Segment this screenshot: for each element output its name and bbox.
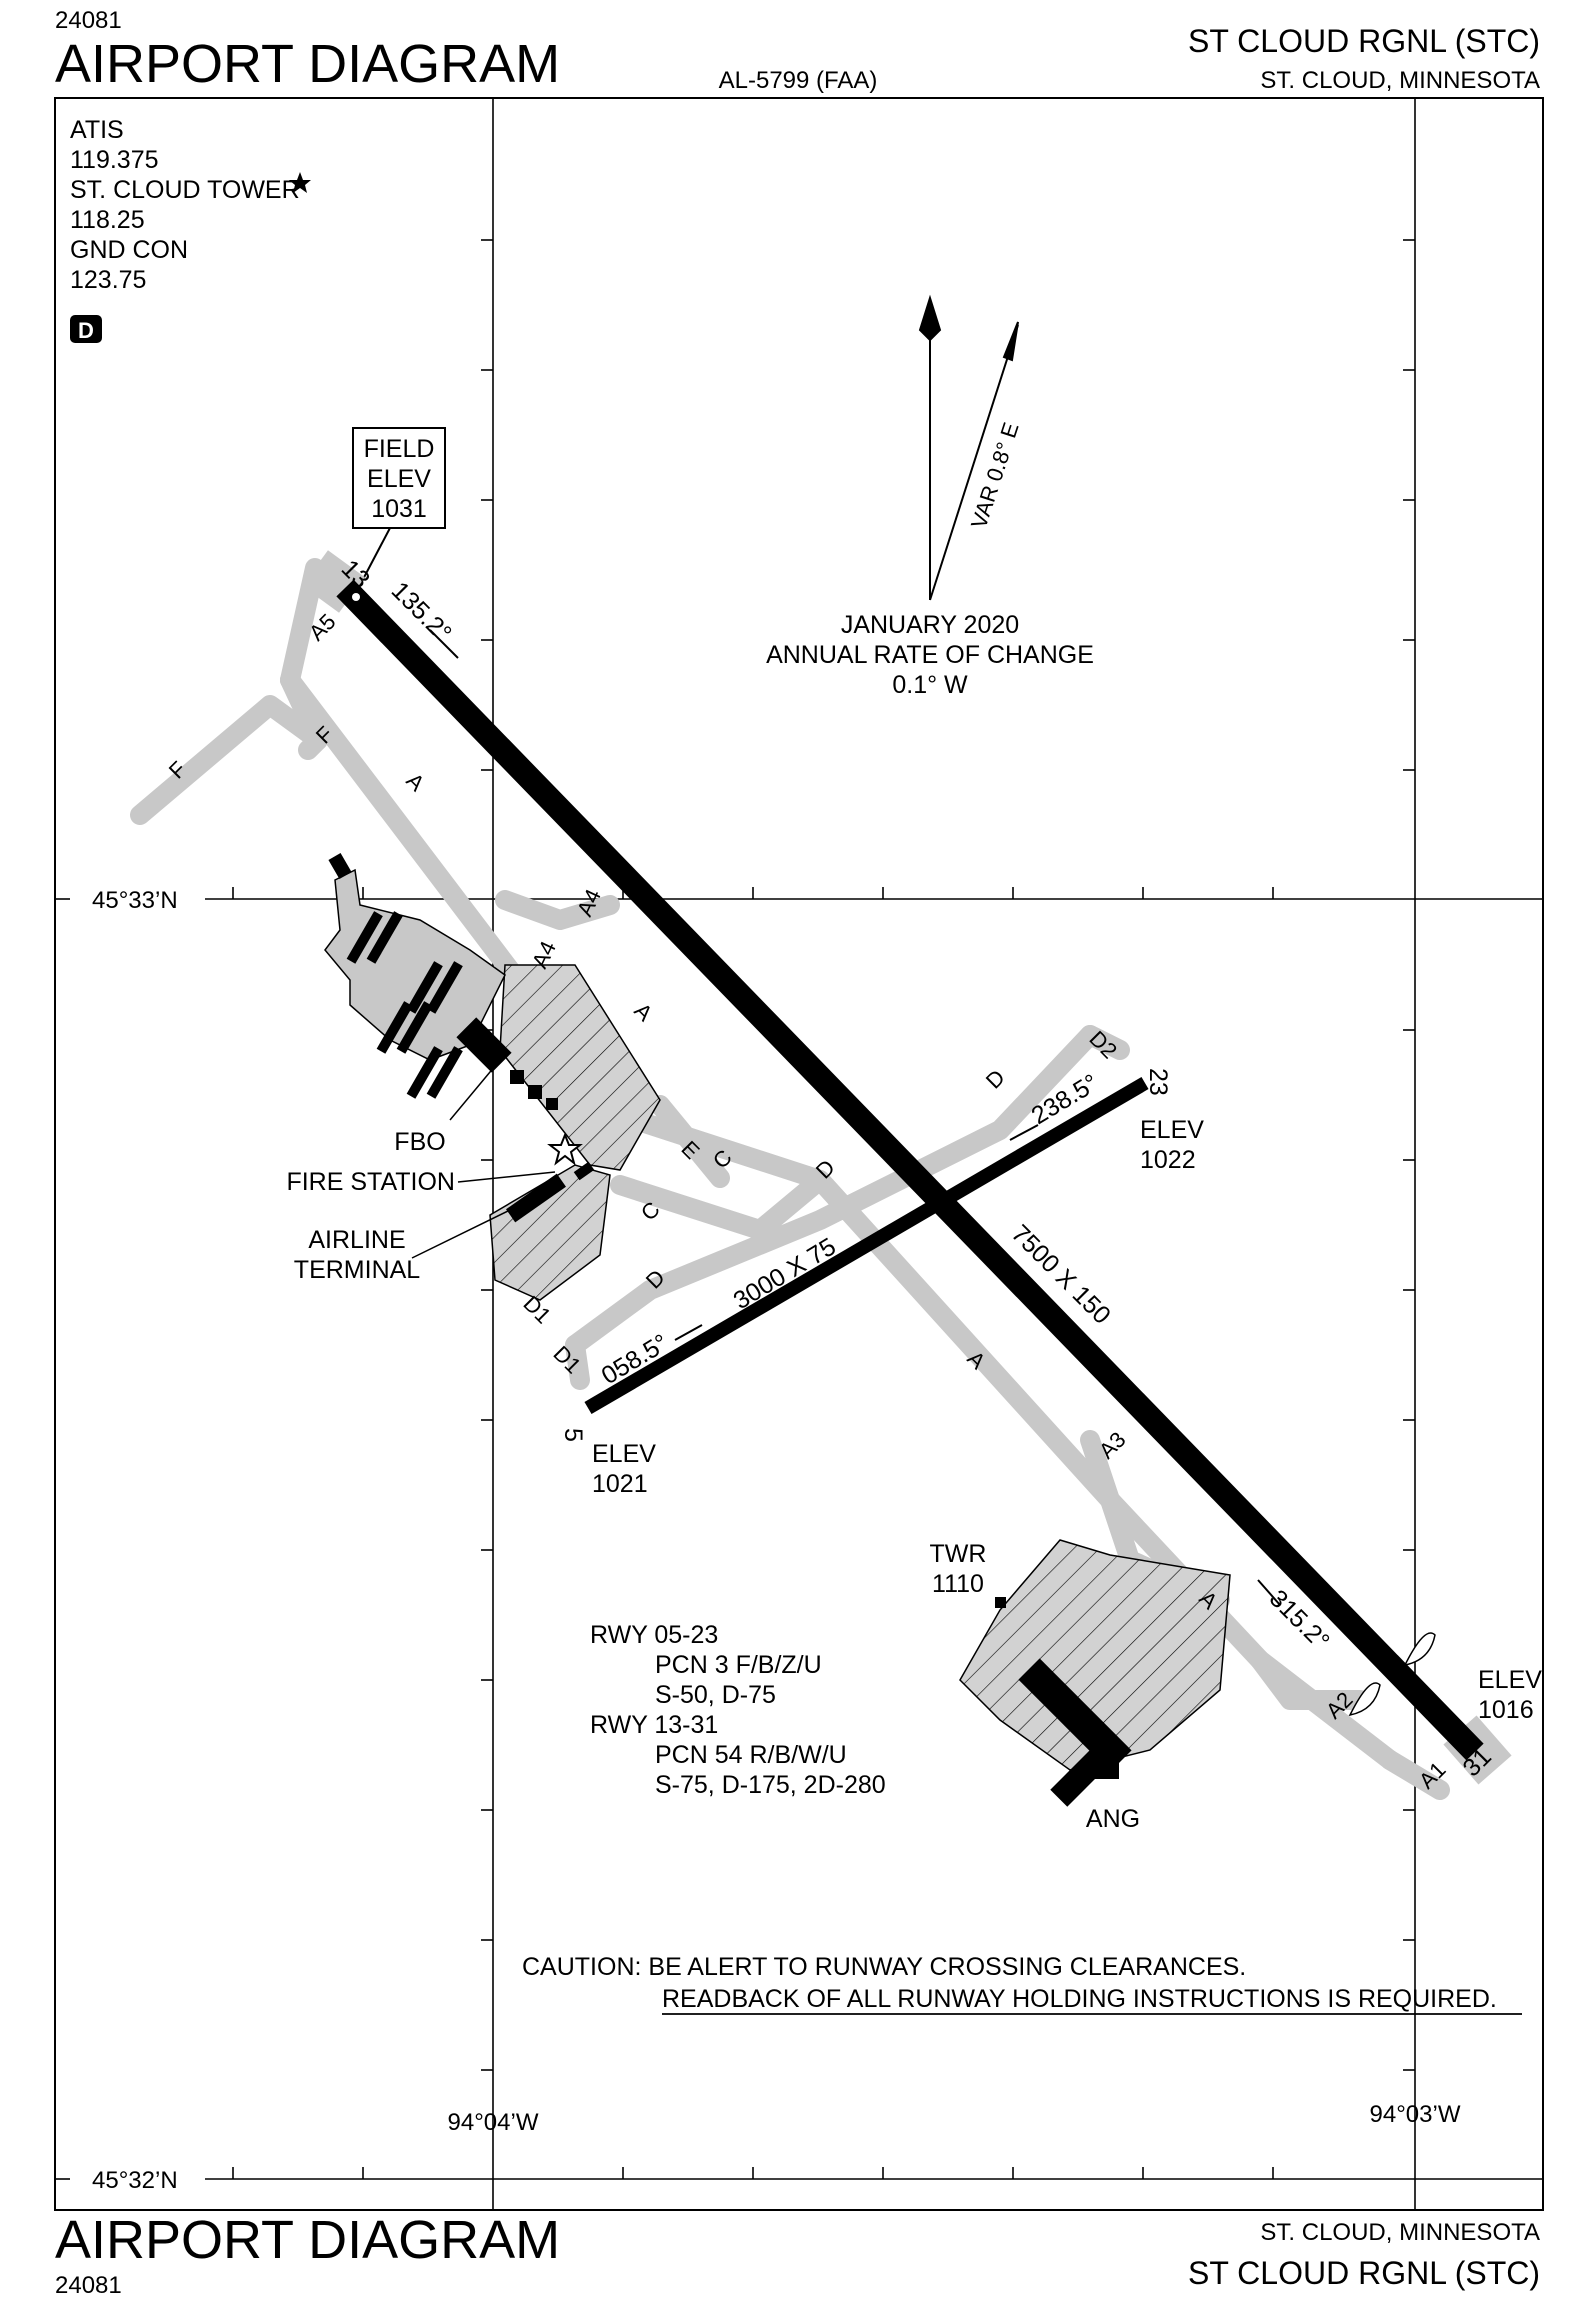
- rwy-0523-weight: S-50, D-75: [655, 1681, 776, 1709]
- lat-north-label: 45°33’N: [92, 887, 178, 914]
- heading-05-arrow-icon: [674, 1324, 703, 1341]
- elev-31-value: 1016: [1478, 1696, 1534, 1724]
- rwy-1331-label: RWY 13-31: [590, 1711, 718, 1739]
- leaf-icon: [1403, 1632, 1436, 1667]
- control-tower-icon: [995, 1597, 1006, 1608]
- field-elev-line2: ELEV: [367, 465, 431, 493]
- runway-end-5: 5: [559, 1428, 587, 1442]
- caution-line-2: READBACK OF ALL RUNWAY HOLDING INSTRUCTI…: [662, 1985, 1497, 2013]
- procedure-id: AL-5799 (FAA): [719, 67, 878, 94]
- location-bottom: ST. CLOUD, MINNESOTA: [1260, 2219, 1540, 2246]
- terminal-building: [506, 1173, 566, 1223]
- datalink-badge: D: [78, 318, 94, 343]
- terminal-small: [573, 1161, 595, 1181]
- tower-label-map: TWR: [930, 1540, 987, 1568]
- fbo-label: FBO: [394, 1128, 445, 1156]
- heading-23-arrow-icon: [1009, 1124, 1039, 1141]
- star-icon: [289, 172, 311, 193]
- leaf-icon-2: [1348, 1682, 1381, 1717]
- magnetic-north-arrowhead-icon: [1002, 321, 1019, 362]
- fbo-buildings: [328, 852, 558, 1110]
- runway-05-23: [584, 1076, 1149, 1415]
- lon-east-label: 94°03’W: [1370, 2101, 1461, 2128]
- ang-label: ANG: [1086, 1805, 1140, 1833]
- heading-13-arrow-icon: [429, 629, 459, 659]
- taxiway-label-a1st: A: [401, 768, 429, 796]
- chart-number-top: 24081: [55, 7, 122, 34]
- fire-station-label: FIRE STATION: [286, 1168, 455, 1196]
- field-elev-box: [352, 427, 446, 529]
- rwy-1331-weight: S-75, D-175, 2D-280: [655, 1771, 886, 1799]
- atis-label: ATIS: [70, 116, 124, 144]
- taxiway-a4: [495, 890, 620, 930]
- north-arrow: [918, 294, 1019, 601]
- chart-title-top: AIRPORT DIAGRAM: [55, 34, 560, 94]
- runway-end-23: 23: [1144, 1068, 1172, 1096]
- runway-info-block: RWY 05-23 PCN 3 F/B/Z/U S-50, D-75 RWY 1…: [590, 1621, 886, 1799]
- elev-5-value: 1021: [592, 1470, 648, 1498]
- ang-buildings: [1018, 1658, 1132, 1807]
- taxiway-label-d1-1: D1: [518, 1291, 556, 1329]
- field-elev-leader: [359, 527, 391, 586]
- rwy-0523-label: RWY 05-23: [590, 1621, 718, 1649]
- elev-31-label: ELEV: [1478, 1666, 1542, 1694]
- terminal-leader: [411, 1209, 511, 1259]
- comms-block: ATIS 119.375 ST. CLOUD TOWER 118.25 GND …: [70, 116, 311, 343]
- ground-label: GND CON: [70, 236, 188, 264]
- fire-station-leader: [457, 1171, 556, 1183]
- ground-frequency: 123.75: [70, 266, 146, 294]
- tower-label: ST. CLOUD TOWER: [70, 176, 300, 204]
- tower-elev: 1110: [932, 1570, 984, 1598]
- elev-23-value: 1022: [1140, 1146, 1196, 1174]
- taxiway-d1: [565, 1335, 590, 1390]
- elev-5-label: ELEV: [592, 1440, 656, 1468]
- taxiway-a3: [1080, 1430, 1120, 1510]
- atis-frequency: 119.375: [70, 146, 159, 174]
- mag-rate-label: ANNUAL RATE OF CHANGE: [766, 641, 1094, 669]
- graticule-lines: [55, 98, 1543, 2210]
- taxiway-label-a2nd: A: [629, 998, 657, 1026]
- tower-frequency: 118.25: [70, 206, 145, 234]
- taxiway-d: [565, 1025, 1100, 1355]
- heading-31-arrow-icon: [1257, 1579, 1281, 1606]
- lon-west-label: 94°04’W: [448, 2109, 539, 2136]
- airport-name-bottom: ST CLOUD RGNL (STC): [1188, 2255, 1540, 2291]
- fbo-hangar-area: [324, 868, 506, 1061]
- airport-name-top: ST CLOUD RGNL (STC): [1188, 23, 1540, 59]
- taxiway-c: [610, 1170, 830, 1240]
- chart-frame: [54, 97, 1544, 2211]
- mag-variation-label: VAR 0.8° E: [966, 419, 1024, 531]
- taxiway-label-d2nd: D: [981, 1065, 1010, 1094]
- lat-south-label: 45°32’N: [92, 2167, 178, 2194]
- chart-number-bottom: 24081: [55, 2272, 122, 2299]
- chart-title-bottom: AIRPORT DIAGRAM: [55, 2210, 560, 2270]
- airline-terminal-label-2: TERMINAL: [294, 1256, 421, 1284]
- true-north-arrowhead-icon: [918, 294, 942, 342]
- datalink-badge-bg: [70, 315, 102, 343]
- field-elev-value: 1031: [371, 495, 427, 523]
- taxiway-f-spur: [130, 695, 328, 825]
- taxiway-a2: [1250, 1650, 1370, 1710]
- taxiway-e: [650, 1095, 730, 1188]
- mag-rate-value: 0.1° W: [892, 671, 968, 699]
- elev-23-label: ELEV: [1140, 1116, 1204, 1144]
- taxiway-a1: [1380, 1750, 1450, 1800]
- taxiway-d2: [1080, 1025, 1130, 1060]
- rwy-1331-pcn: PCN 54 R/B/W/U: [655, 1741, 847, 1769]
- rwy-0523-pcn: PCN 3 F/B/Z/U: [655, 1651, 822, 1679]
- mag-date: JANUARY 2020: [841, 611, 1019, 639]
- location-top: ST. CLOUD, MINNESOTA: [1260, 67, 1540, 94]
- main-apron: [499, 964, 661, 1171]
- airline-terminal-label-1: AIRLINE: [308, 1226, 405, 1254]
- runway-13-31: [336, 579, 1484, 1761]
- caution-line-1: CAUTION: BE ALERT TO RUNWAY CROSSING CLE…: [522, 1953, 1246, 1981]
- fire-station-icon: [547, 1132, 583, 1166]
- fbo-leader: [449, 1059, 501, 1121]
- runway-13-threshold-icon: [352, 593, 360, 601]
- field-elev-line1: FIELD: [364, 435, 435, 463]
